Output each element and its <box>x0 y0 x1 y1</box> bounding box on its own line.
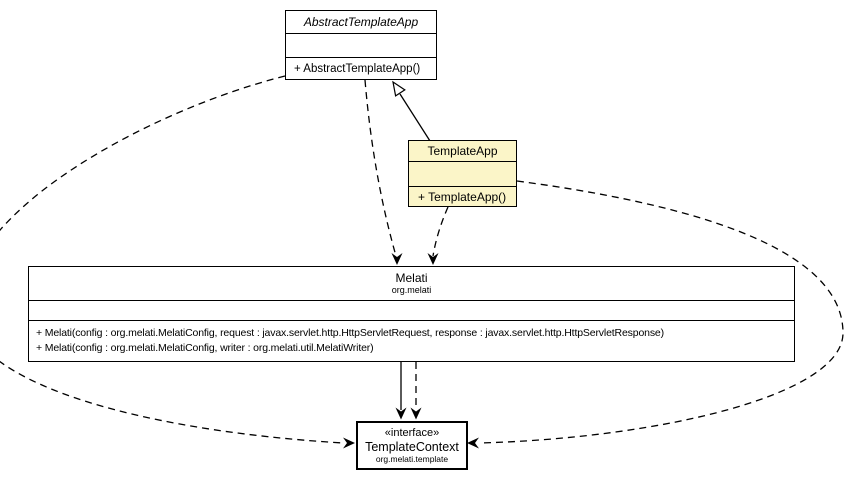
dependency-edge-templateapp-to-melati <box>432 206 449 257</box>
dependency-edge-abstracttemplateapp-to-melati <box>364 79 397 257</box>
arrowhead-into-templatecontext-left <box>343 437 355 449</box>
arrowhead-into-templatecontext-top-solid <box>395 407 407 420</box>
class-title-templateapp: TemplateApp <box>409 141 516 161</box>
package-name: org.melati.template <box>375 454 449 464</box>
arrowhead-into-templatecontext-right <box>467 437 479 449</box>
class-title-abstracttemplateapp: AbstractTemplateApp <box>286 11 436 33</box>
methods-compartment: + AbstractTemplateApp() <box>286 57 436 79</box>
dependency-edge-abstracttemplateapp-to-templatecontext <box>0 75 344 444</box>
class-name: Melati <box>395 271 428 285</box>
arrowhead-into-melati-left <box>391 253 403 265</box>
class-box-templateapp[interactable]: TemplateApp + TemplateApp() <box>408 140 517 207</box>
arrowhead-into-templatecontext-top-dashed <box>410 407 422 420</box>
method-signature: + Melati(config : org.melati.MelatiConfi… <box>36 327 664 339</box>
attributes-compartment <box>409 161 516 186</box>
method-signature: + TemplateApp() <box>418 189 507 204</box>
methods-compartment: + TemplateApp() <box>409 186 516 206</box>
class-name: AbstractTemplateApp <box>303 15 419 29</box>
interface-box-templatecontext[interactable]: «interface» TemplateContext org.melati.t… <box>356 421 468 470</box>
method-signature: + AbstractTemplateApp() <box>294 62 421 75</box>
stereotype-label: «interface» <box>384 427 440 439</box>
attributes-compartment <box>29 300 794 320</box>
methods-compartment: + Melati(config : org.melati.MelatiConfi… <box>29 320 794 361</box>
attributes-compartment <box>286 33 436 57</box>
hollow-triangle-arrowhead <box>392 80 406 97</box>
method-signature: + Melati(config : org.melati.MelatiConfi… <box>36 342 374 354</box>
class-name: TemplateContext <box>365 440 459 454</box>
class-box-melati[interactable]: Melati org.melati + Melati(config : org.… <box>28 266 795 362</box>
class-name: TemplateApp <box>427 144 498 158</box>
arrowhead-into-melati-right <box>427 253 439 265</box>
package-name: org.melati <box>391 285 432 295</box>
class-box-abstracttemplateapp[interactable]: AbstractTemplateApp + AbstractTemplateAp… <box>285 10 437 80</box>
class-title-melati: Melati org.melati <box>29 267 794 300</box>
generalization-edge-templateapp-to-abstracttemplateapp <box>399 93 431 142</box>
